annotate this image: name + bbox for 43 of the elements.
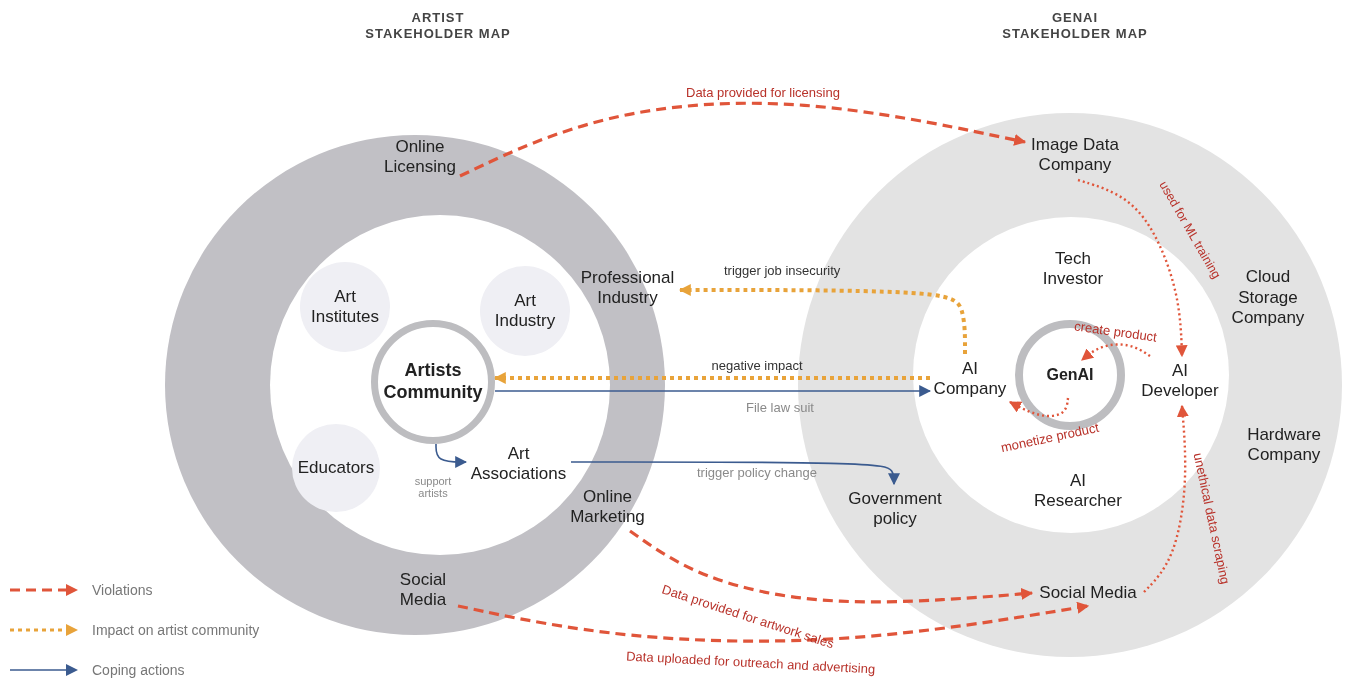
stakeholder-label: Tech Investor xyxy=(1033,244,1113,294)
edge-label: negative impact xyxy=(711,357,803,373)
stakeholder-label: Hardware Company xyxy=(1240,420,1328,470)
edge-label: unethical data scraping xyxy=(1190,451,1234,585)
edge-label: monetize product xyxy=(999,419,1101,455)
stakeholder-circle: Educators xyxy=(292,424,380,512)
legend-label: Impact on artist community xyxy=(92,622,260,638)
legend-label: Coping actions xyxy=(92,662,185,678)
edge-label: trigger job insecurity xyxy=(724,262,841,278)
stakeholder-circle: Art Institutes xyxy=(300,262,390,352)
arrow xyxy=(678,284,967,354)
map-heading: GENAI STAKEHOLDER MAP xyxy=(1001,10,1149,43)
arrow xyxy=(494,385,932,397)
arrow xyxy=(457,601,1090,643)
edge-label: create product xyxy=(1072,317,1158,345)
stakeholder-label: Government policy xyxy=(842,484,948,534)
arrow xyxy=(1081,343,1151,361)
edge-label: Data provided for artwork sales xyxy=(660,581,836,651)
stakeholder-label: Cloud Storage Company xyxy=(1228,262,1308,334)
stakeholder-label: AI Company xyxy=(930,354,1010,404)
arrow xyxy=(493,372,930,384)
arrow xyxy=(570,461,900,486)
edge-label: Data provided for licensing xyxy=(686,84,840,100)
stakeholder-label: AI Developer xyxy=(1135,356,1225,406)
legend-label: Violations xyxy=(92,582,153,598)
stakeholder-circle: Art Industry xyxy=(480,266,570,356)
stakeholder-label: Image Data Company xyxy=(1025,130,1125,180)
arrow xyxy=(435,443,468,468)
edge-label: Data uploaded for outreach and advertising xyxy=(625,648,876,676)
arrow xyxy=(1008,397,1070,418)
arrow xyxy=(1143,404,1189,593)
edge-label: trigger policy change xyxy=(697,464,817,480)
map-heading: ARTIST STAKEHOLDER MAP xyxy=(364,10,512,43)
arrow xyxy=(629,529,1034,604)
stakeholder-label: Social Media xyxy=(1032,580,1144,606)
stakeholder-label: Social Media xyxy=(388,566,458,614)
stakeholder-label: AI Researcher xyxy=(1030,466,1126,516)
edge-label: File law suit xyxy=(746,399,814,415)
stakeholder-label: Professional Industry xyxy=(575,264,680,312)
arrow xyxy=(459,101,1027,178)
stakeholder-label: Online Licensing xyxy=(380,133,460,181)
edge-label: support artists xyxy=(413,475,453,500)
arrow xyxy=(1077,178,1188,358)
